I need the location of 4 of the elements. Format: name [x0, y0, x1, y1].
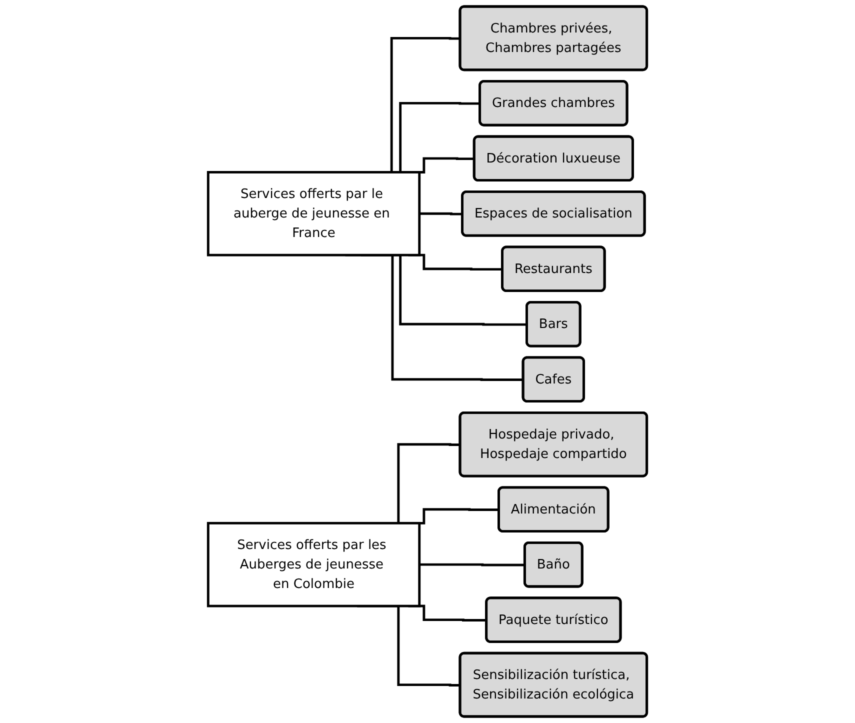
connector — [419, 212, 463, 216]
node-box: Services offerts par le auberge de jeunesse en France — [206, 171, 421, 256]
connector — [419, 563, 526, 566]
node-box: Services offerts par les Auberges de jeunesse en Colombie — [206, 522, 421, 608]
